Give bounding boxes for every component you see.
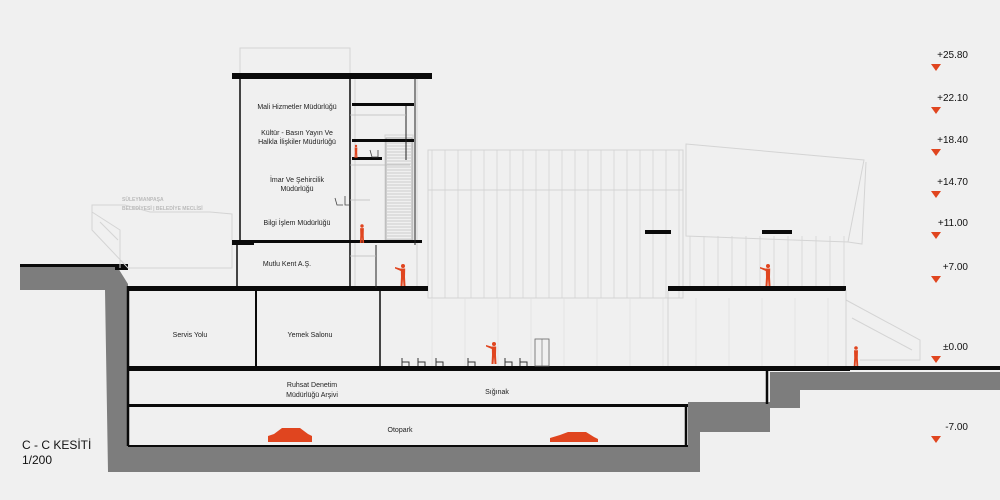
ground-right-surface [850,366,1000,370]
level-marker-icon [931,276,941,283]
room-servis: Servis Yolu [173,332,208,339]
level-markers: +25.80 +22.10 +18.40 +14.70 +11.00 +7.00 ±0.00… [931,50,968,443]
background-facade: SÜLEYMANPAŞA BELEDİYESİ | BELEDİYE MECLİ… [91,47,921,361]
room-kultur-line2: Halkla İlişkiler Müdürlüğü [258,137,336,146]
level-marker-icon [931,356,941,363]
room-labels: Mali Hizmetler Müdürlüğü Kültür - Basın … [173,104,510,434]
level-marker-icon [931,64,941,71]
facade-sign-2: BELEDİYESİ | BELEDİYE MECLİSİ [122,205,203,212]
level-marker-icon [931,191,941,198]
stair-core [385,137,413,243]
ground-left [20,268,1000,472]
level-label: -7.00 [945,422,968,433]
person-icon [486,342,497,364]
room-bilgi: Bilgi İşlem Müdürlüğü [264,218,331,227]
level-label: +14.70 [937,177,968,188]
room-imar-line2: Müdürlüğü [280,186,313,193]
room-yemek: Yemek Salonu [288,332,333,339]
ground-left-fill [20,264,115,290]
level-label: ±0.00 [943,342,968,353]
room-kultur-line1: Kültür - Basın Yayın Ve [261,130,333,137]
level-marker-icon [931,436,941,443]
drawing-title: C - C KESİTİ [22,438,91,452]
dining-chairs [401,358,528,366]
level-label: +22.10 [937,93,968,104]
level-label: +25.80 [937,50,968,61]
person-icon [760,264,771,286]
room-mutlu: Mutlu Kent A.Ş. [263,261,311,268]
person-icon [853,346,859,366]
person-icon [395,264,406,286]
chair-icon [467,358,476,366]
room-siginak: Sığınak [485,389,509,396]
level-marker-icon [931,149,941,156]
chair-icon [435,358,444,366]
car-icon [268,428,312,442]
facade-sign-1: SÜLEYMANPAŞA [122,196,164,203]
level-label: +11.00 [938,218,969,229]
person-icon [359,224,365,243]
chair-icon [504,358,513,366]
level-marker-icon [931,107,941,114]
car-icon [550,432,598,442]
room-ruhsat-line2: Müdürlüğü Arşivi [286,392,338,399]
level-label: +7.00 [943,262,969,273]
structure [126,73,850,447]
chair-icon [519,358,528,366]
chair-icon [401,358,410,366]
room-ruhsat-line1: Ruhsat Denetim [287,382,337,389]
office-chairs [334,149,379,206]
room-otopark: Otopark [388,427,413,434]
drawing-scale: 1/200 [22,453,52,467]
person-icon [354,144,358,158]
room-mali: Mali Hizmetler Müdürlüğü [257,104,336,111]
room-imar-line1: İmar Ve Şehircilik [270,175,325,184]
human-figures [354,144,859,366]
chair-icon [417,358,426,366]
level-label: +18.40 [937,135,968,146]
level-marker-icon [931,232,941,239]
